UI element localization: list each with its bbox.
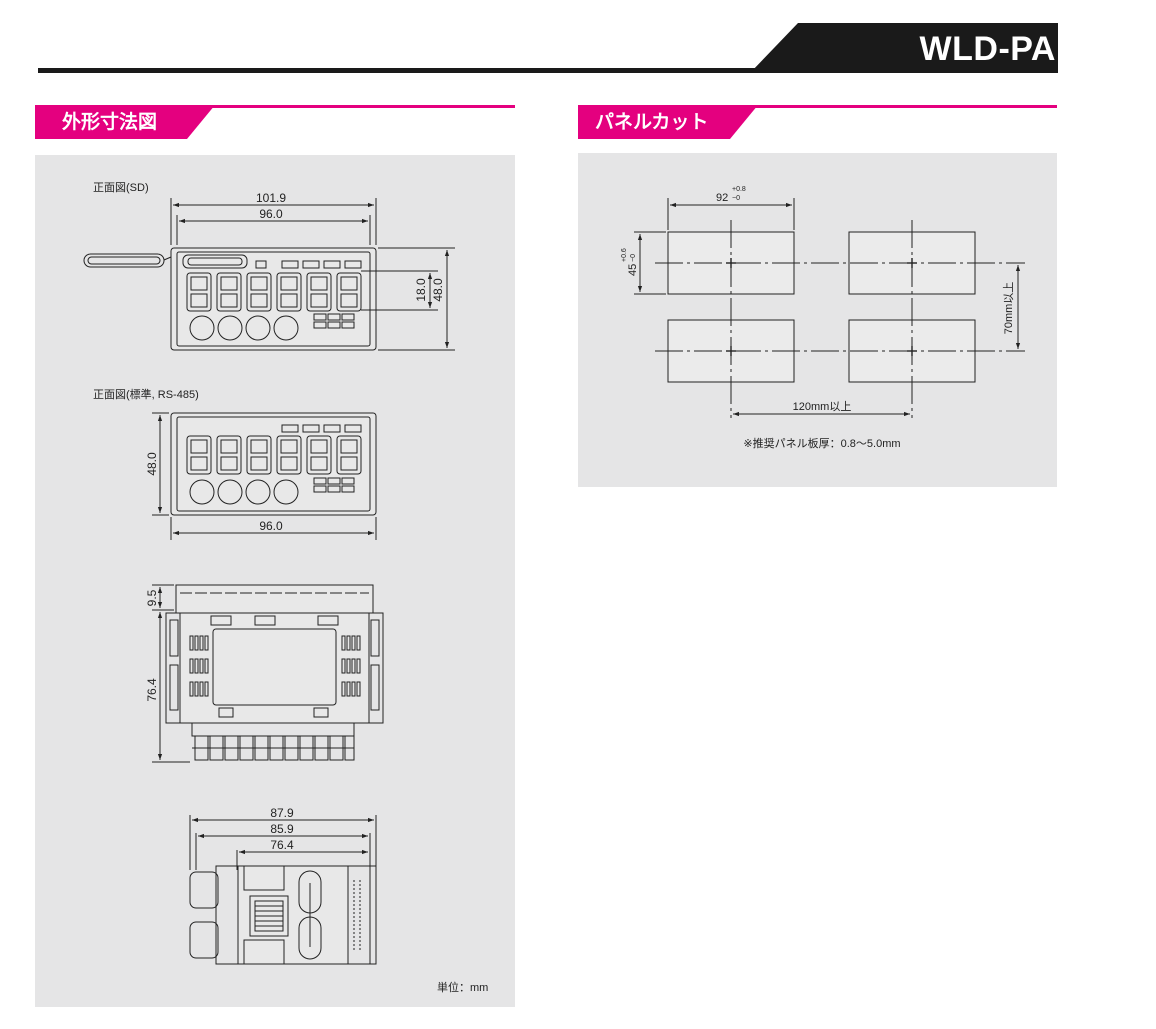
dim-side-3: 76.4	[270, 838, 294, 852]
cut-width-tol-minus: −0	[732, 195, 740, 202]
dim-rear-height: 76.4	[145, 678, 159, 702]
cut-height-tol-minus: −0	[630, 254, 637, 262]
panelcut-panel	[578, 153, 1057, 487]
dim-side-2: 85.9	[270, 822, 294, 836]
outline-section-title: 外形寸法図	[62, 111, 158, 133]
front-view-sd: 正面図(SD) 101.9 96.0	[83, 181, 455, 351]
front-sd-caption: 正面図(SD)	[93, 181, 149, 194]
cut-note: ※推奨パネル板厚：0.8～5.0mm	[743, 436, 900, 450]
unit-note: 単位：mm	[437, 980, 488, 994]
side-view: 87.9 85.9 76.4	[189, 806, 377, 965]
cut-horizontal-pitch: 120mm以上	[793, 400, 852, 413]
dim-sd-height: 48.0	[431, 278, 445, 302]
header-rule	[38, 68, 758, 73]
dim-rear-top: 9.5	[145, 589, 159, 606]
panelcut-section-rule	[578, 105, 1057, 108]
rear-view: 9.5 76.4	[145, 584, 384, 763]
front-std-caption: 正面図(標準, RS-485)	[93, 387, 199, 401]
front-view-standard: 正面図(標準, RS-485) 48.0 96.0	[93, 387, 377, 540]
cut-height-tol-plus: +0.6	[621, 248, 628, 262]
digits-sd	[186, 272, 362, 312]
dim-sd-width: 96.0	[259, 207, 283, 221]
dim-sd-display-height: 18.0	[414, 278, 428, 302]
outline-section-tab	[35, 105, 215, 139]
panelcut-section-title: パネルカット	[595, 111, 709, 133]
dim-sd-outer-width: 101.9	[256, 191, 286, 205]
model-title: WLD-PA	[919, 30, 1056, 68]
dim-side-1: 87.9	[270, 806, 294, 820]
dim-std-width: 96.0	[259, 519, 283, 533]
dim-std-height: 48.0	[145, 452, 159, 476]
header-tab	[750, 23, 1058, 73]
cut-height-base: 45	[627, 264, 639, 276]
panelcut-section-tab	[578, 105, 758, 139]
digits-standard	[186, 435, 362, 475]
cut-vertical-pitch: 70mm以上	[1002, 282, 1015, 335]
cut-width-tol-plus: +0.8	[732, 186, 746, 193]
panel-cut-diagram: 92 +0.8 −0 45 +0.6 −0 70mm以上 120mm以上 ※推奨…	[621, 186, 1025, 450]
cut-width-base: 92	[716, 192, 728, 204]
outline-section-rule	[35, 105, 515, 108]
